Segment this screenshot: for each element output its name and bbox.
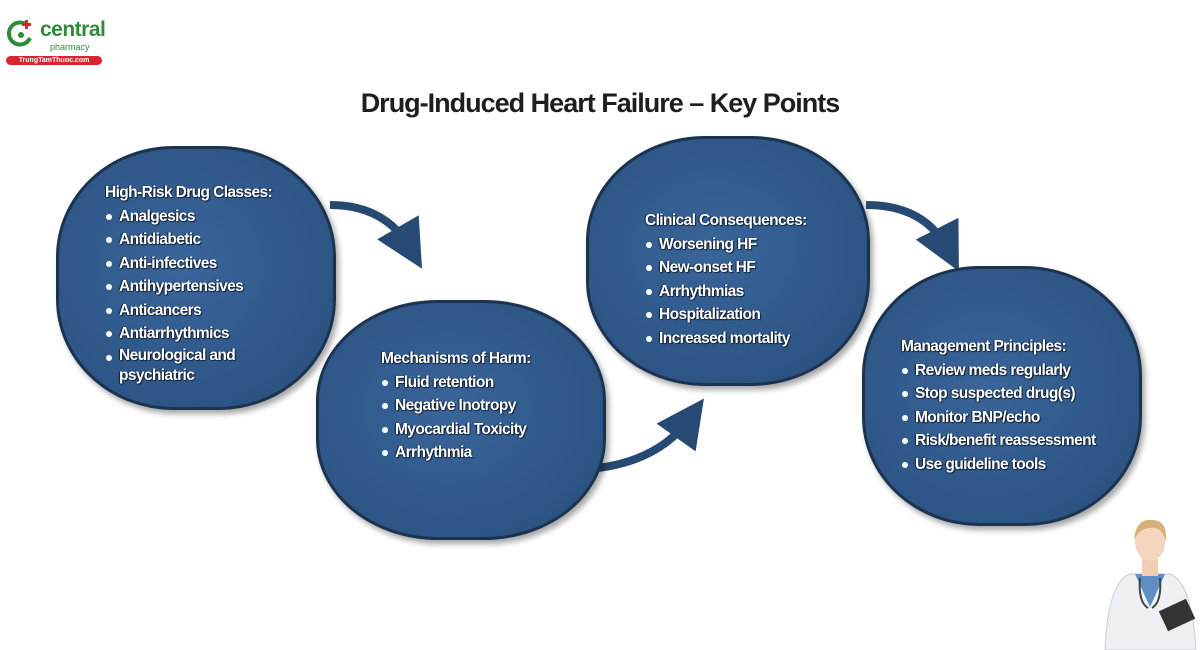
- list-item: New-onset HF: [645, 256, 807, 280]
- logo-sub: pharmacy: [50, 42, 90, 52]
- list-item: Stop suspected drug(s): [901, 382, 1096, 406]
- box-heading: Mechanisms of Harm:: [381, 350, 531, 367]
- diagram-title: Drug-Induced Heart Failure – Key Points: [360, 88, 841, 118]
- list-item: Antidiabetic: [105, 228, 272, 252]
- arrow-3-icon: [865, 201, 959, 272]
- list-item: Risk/benefit reassessment: [901, 429, 1096, 453]
- box-high-risk-drug-classes: High-Risk Drug Classes: Analgesics Antid…: [56, 146, 336, 410]
- box-heading: Clinical Consequences:: [645, 212, 807, 229]
- doctor-illustration-icon: [1104, 519, 1197, 650]
- box-heading: High-Risk Drug Classes:: [105, 184, 273, 201]
- list-item: Myocardial Toxicity: [381, 418, 531, 442]
- list-item: Anticancers: [105, 299, 272, 323]
- list-item: Worsening HF: [645, 233, 807, 257]
- pharmacy-cross-icon: [6, 20, 32, 47]
- logo-url: TrungTamThuoc.com: [6, 56, 102, 65]
- list-item: Neurological and psychiatric: [105, 346, 259, 386]
- box-clinical-consequences: Clinical Consequences: Worsening HF New-…: [586, 136, 870, 386]
- box-management-principles: Management Principles: Review meds regul…: [862, 266, 1142, 526]
- list-item: Review meds regularly: [901, 359, 1096, 383]
- arrow-2-icon: [597, 398, 704, 472]
- list-item: Hospitalization: [645, 303, 807, 327]
- list-item: Anti-infectives: [105, 252, 272, 276]
- box-heading: Management Principles:: [901, 338, 1067, 355]
- list-item: Use guideline tools: [901, 453, 1096, 477]
- arrow-1-icon: [329, 201, 423, 269]
- logo-name: central: [40, 18, 106, 41]
- list-item: Monitor BNP/echo: [901, 406, 1096, 430]
- central-pharmacy-logo[interactable]: central pharmacy TrungTamThuoc.com: [6, 16, 106, 66]
- box-mechanisms-of-harm: Mechanisms of Harm: Fluid retention Nega…: [316, 300, 606, 540]
- list-item: Arrhythmia: [381, 441, 531, 465]
- list-item: Negative Inotropy: [381, 394, 531, 418]
- list-item: Analgesics: [105, 205, 272, 229]
- list-item: Increased mortality: [645, 327, 807, 351]
- list-item: Arrhythmias: [645, 280, 807, 304]
- list-item: Fluid retention: [381, 371, 531, 395]
- list-item: Antiarrhythmics: [105, 322, 272, 346]
- list-item: Antihypertensives: [105, 275, 272, 299]
